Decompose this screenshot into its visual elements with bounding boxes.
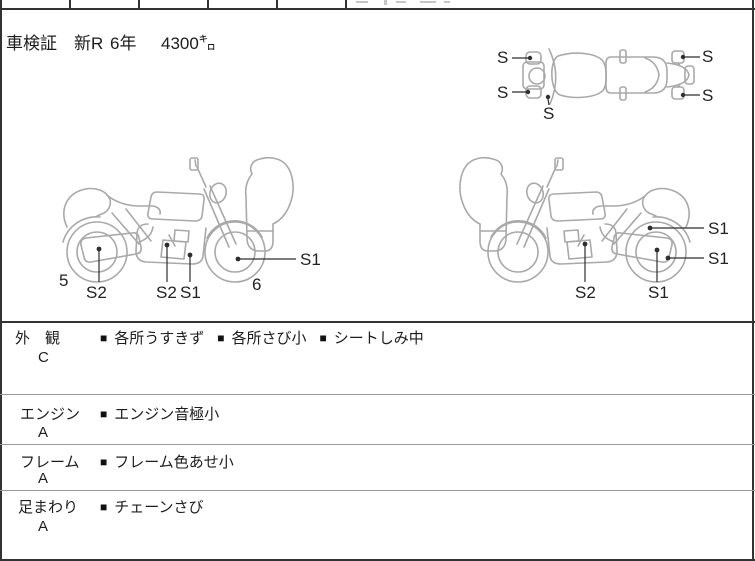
note-text: 各所うすきず: [114, 330, 205, 347]
left-border: [0, 0, 2, 561]
clipped-text-fragment: [396, 1, 406, 3]
condition-grade: A: [38, 518, 49, 535]
bullet-icon: ■: [100, 406, 108, 421]
bullet-icon: ■: [100, 454, 108, 469]
mileage: 4300㌔: [161, 34, 216, 53]
marker-s2-engine: S2: [156, 283, 177, 302]
condition-label: 足まわり: [18, 499, 79, 516]
bottom-border: [0, 559, 755, 561]
registration-era: 新R: [74, 34, 104, 53]
note-text: チェーンさび: [114, 499, 204, 516]
condition-notes: ■ 各所うすきず ■ 各所さび小 ■ シートしみ中: [100, 327, 424, 348]
note-text: 各所さび小: [231, 330, 307, 347]
marker-s-topview-left-lower: S: [497, 83, 509, 102]
bullet-icon: ■: [217, 330, 225, 345]
row-divider: [0, 394, 755, 395]
bullet-icon: ■: [319, 330, 327, 345]
condition-grade: A: [38, 424, 49, 441]
note-item: ■ シートしみ中: [320, 327, 424, 348]
note-item: ■ 各所さび小: [217, 327, 306, 348]
condition-row-frame: フレーム A ■ フレーム色あせ小: [0, 445, 755, 490]
marker-s-topview-front: S: [543, 104, 555, 123]
condition-label: エンジン: [20, 406, 81, 423]
line-art-group: [62, 48, 695, 283]
top-row-divider: [69, 0, 71, 9]
clipped-text-fragment: [444, 1, 450, 3]
bullet-icon: ■: [100, 499, 108, 514]
marker-s1-muffler-right: S1: [648, 283, 669, 302]
note-text: シートしみ中: [333, 330, 424, 347]
condition-label: 外 観: [15, 330, 61, 347]
condition-label: フレーム: [20, 454, 80, 471]
condition-row-undercarriage: 足まわり A ■ チェーンさび: [0, 491, 755, 559]
top-row-divider: [207, 0, 209, 9]
marker-s1-rear-wheel: S1: [708, 249, 729, 268]
marker-front-wheel-number: 6: [252, 275, 262, 294]
marker-rear-wheel-number: 5: [59, 271, 69, 290]
clipped-text-fragment: [356, 1, 368, 3]
note-item: ■ フレーム色あせ小: [100, 451, 234, 472]
marker-s-topview-right-upper: S: [702, 47, 714, 66]
bullet-icon: ■: [100, 330, 108, 345]
row-divider: [0, 444, 755, 445]
marker-s2-engine-right: S2: [575, 283, 596, 302]
note-item: ■ 各所うすきず: [100, 327, 204, 348]
marker-s1-front-wheel: S1: [300, 250, 321, 269]
condition-row-engine: エンジン A ■ エンジン音極小: [0, 395, 755, 444]
top-view-art: [522, 48, 695, 105]
marker-s1-rear-frame: S1: [708, 219, 729, 238]
leader-dots: [96, 54, 686, 262]
marker-s-topview-right-lower: S: [702, 86, 714, 105]
condition-notes: ■ フレーム色あせ小: [100, 451, 234, 472]
registration-year: 6年: [110, 34, 137, 53]
condition-notes: ■ チェーンさび: [100, 496, 204, 517]
note-item: ■ チェーンさび: [100, 496, 204, 517]
section-separator: [0, 321, 755, 323]
note-item: ■ エンジン音極小: [100, 403, 219, 424]
leader-lines: [98, 56, 704, 282]
condition-notes: ■ エンジン音極小: [100, 403, 219, 424]
clipped-text-fragment: [384, 0, 387, 5]
marker-s-topview-left-upper: S: [497, 48, 509, 67]
row-divider: [0, 490, 755, 491]
condition-row-exterior: 外 観 C ■ 各所うすきず ■ 各所さび小 ■ シートしみ中: [0, 323, 755, 394]
note-text: エンジン音極小: [114, 406, 220, 423]
top-row-divider: [345, 0, 347, 9]
note-text: フレーム色あせ小: [114, 454, 234, 471]
top-row-bottom-border: [0, 8, 755, 10]
condition-grade: A: [38, 470, 49, 487]
marker-s2-muffler: S2: [86, 283, 107, 302]
right-border: [752, 0, 754, 561]
doc-label: 車検証: [6, 34, 57, 53]
marker-s1-frame: S1: [180, 283, 201, 302]
top-row-divider: [138, 0, 140, 9]
clipped-text-fragment: [420, 1, 436, 3]
top-row-divider: [276, 0, 278, 9]
condition-grade: C: [38, 349, 49, 366]
